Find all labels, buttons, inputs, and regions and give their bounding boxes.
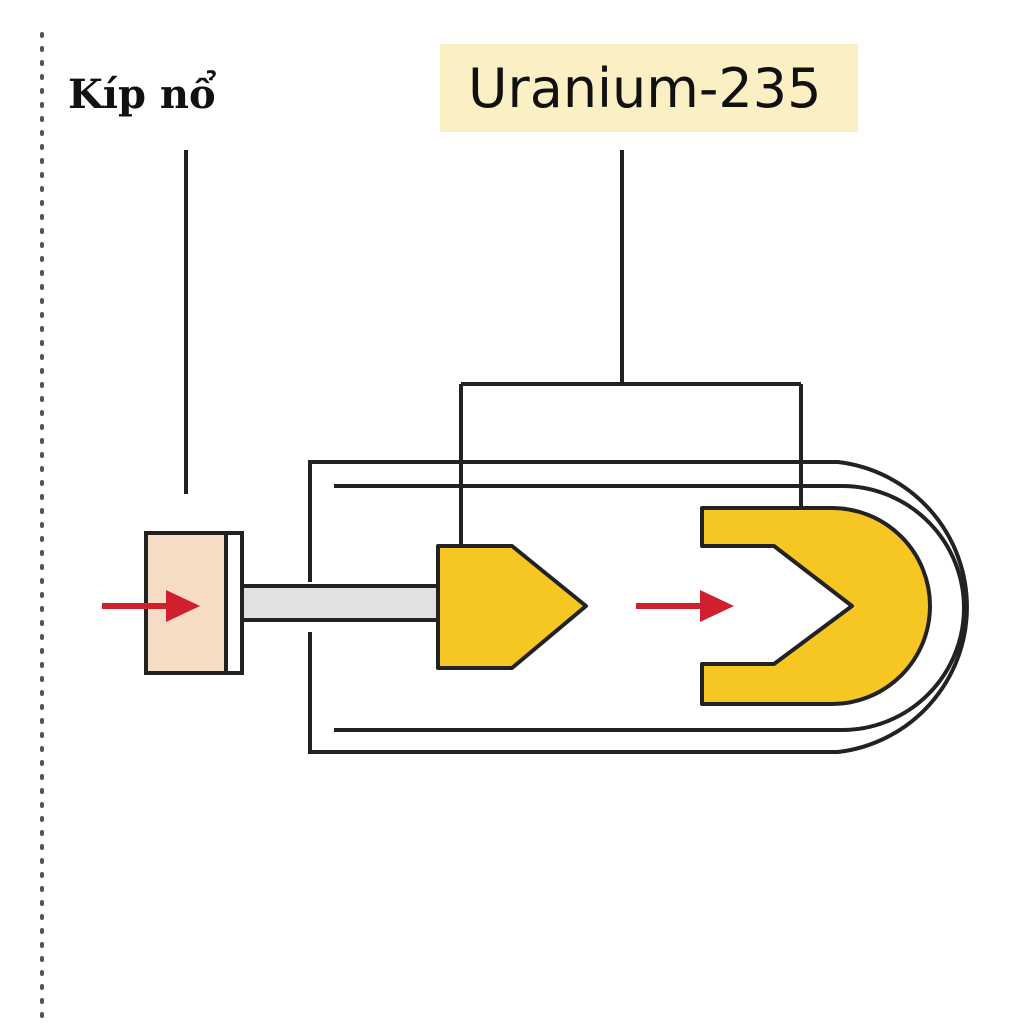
barrel-outer-casing (308, 460, 969, 754)
detonator-label: Kíp nổ (68, 71, 216, 118)
detonator-plate (224, 531, 244, 675)
red-arrow-detonator (102, 590, 200, 622)
barrel-inner-line (334, 484, 966, 732)
red-arrow-projectile (636, 590, 734, 622)
uranium-target (700, 506, 932, 706)
uranium-label-box (440, 44, 858, 132)
push-rod (240, 584, 440, 622)
uranium-projectile (436, 544, 588, 670)
uranium-label: Uranium-235 (468, 57, 821, 120)
